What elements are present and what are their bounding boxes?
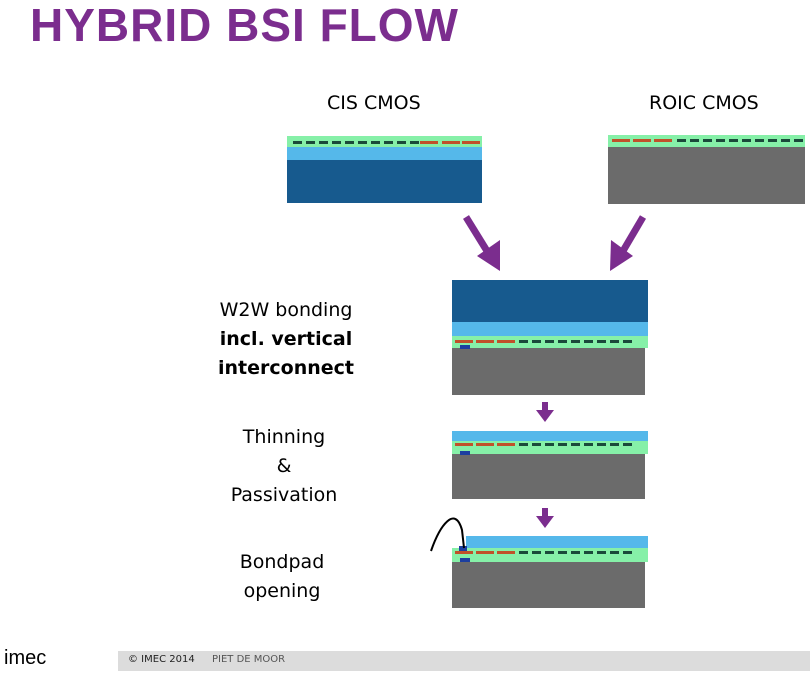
arrow-cis-to-bond — [463, 215, 500, 271]
bondpad-contact — [459, 546, 467, 552]
bond-via — [460, 345, 470, 349]
cis-cmos-wafer — [287, 136, 482, 203]
thinned-stack — [452, 431, 648, 499]
bond-epi — [452, 322, 648, 336]
arrow-down-2 — [536, 508, 554, 528]
cis-epi-layer — [287, 147, 482, 160]
page-title: HYBRID BSI FLOW — [30, 0, 459, 51]
footer-author: PIET DE MOOR — [212, 654, 286, 665]
cis-si-substrate — [287, 160, 482, 203]
bond-wire — [430, 517, 465, 552]
cis-cmos-label: CIS CMOS — [327, 92, 421, 114]
roic-pad-dashes — [612, 139, 672, 142]
step-bondpad-line2: opening — [243, 580, 321, 602]
step-bonding-line1: W2W bonding — [219, 299, 353, 321]
step-bonding-label: W2W bonding incl. vertical interconnect — [196, 296, 376, 383]
bondpad-stack — [430, 517, 648, 608]
roic-cmos-label: ROIC CMOS — [649, 92, 759, 114]
step-bondpad-label: Bondpad opening — [192, 548, 372, 606]
roic-si-substrate — [608, 147, 805, 204]
cis-pad-dashes — [420, 141, 480, 144]
arrow-roic-to-bond — [610, 215, 647, 271]
step-bonding-line3: interconnect — [218, 357, 354, 379]
step-bondpad-line1: Bondpad — [239, 551, 325, 573]
footer-bar — [118, 651, 810, 671]
footer-copyright: © IMEC 2014 — [128, 654, 195, 665]
step-thinning-line1: Thinning — [242, 426, 326, 448]
bond-roic-si — [452, 348, 645, 395]
cis-metal-dashes — [293, 141, 419, 144]
roic-cmos-wafer — [608, 135, 805, 204]
step-thinning-line2: & — [276, 455, 292, 477]
step-thinning-line3: Passivation — [230, 484, 338, 506]
bond-si-top — [452, 280, 648, 322]
step-bonding-line2: incl. vertical — [219, 328, 353, 350]
step-thinning-label: Thinning & Passivation — [194, 423, 374, 510]
arrow-down-1 — [536, 402, 554, 422]
bonded-stack — [452, 280, 648, 395]
imec-logo: imec — [4, 647, 47, 669]
roic-metal-dashes — [677, 139, 803, 142]
